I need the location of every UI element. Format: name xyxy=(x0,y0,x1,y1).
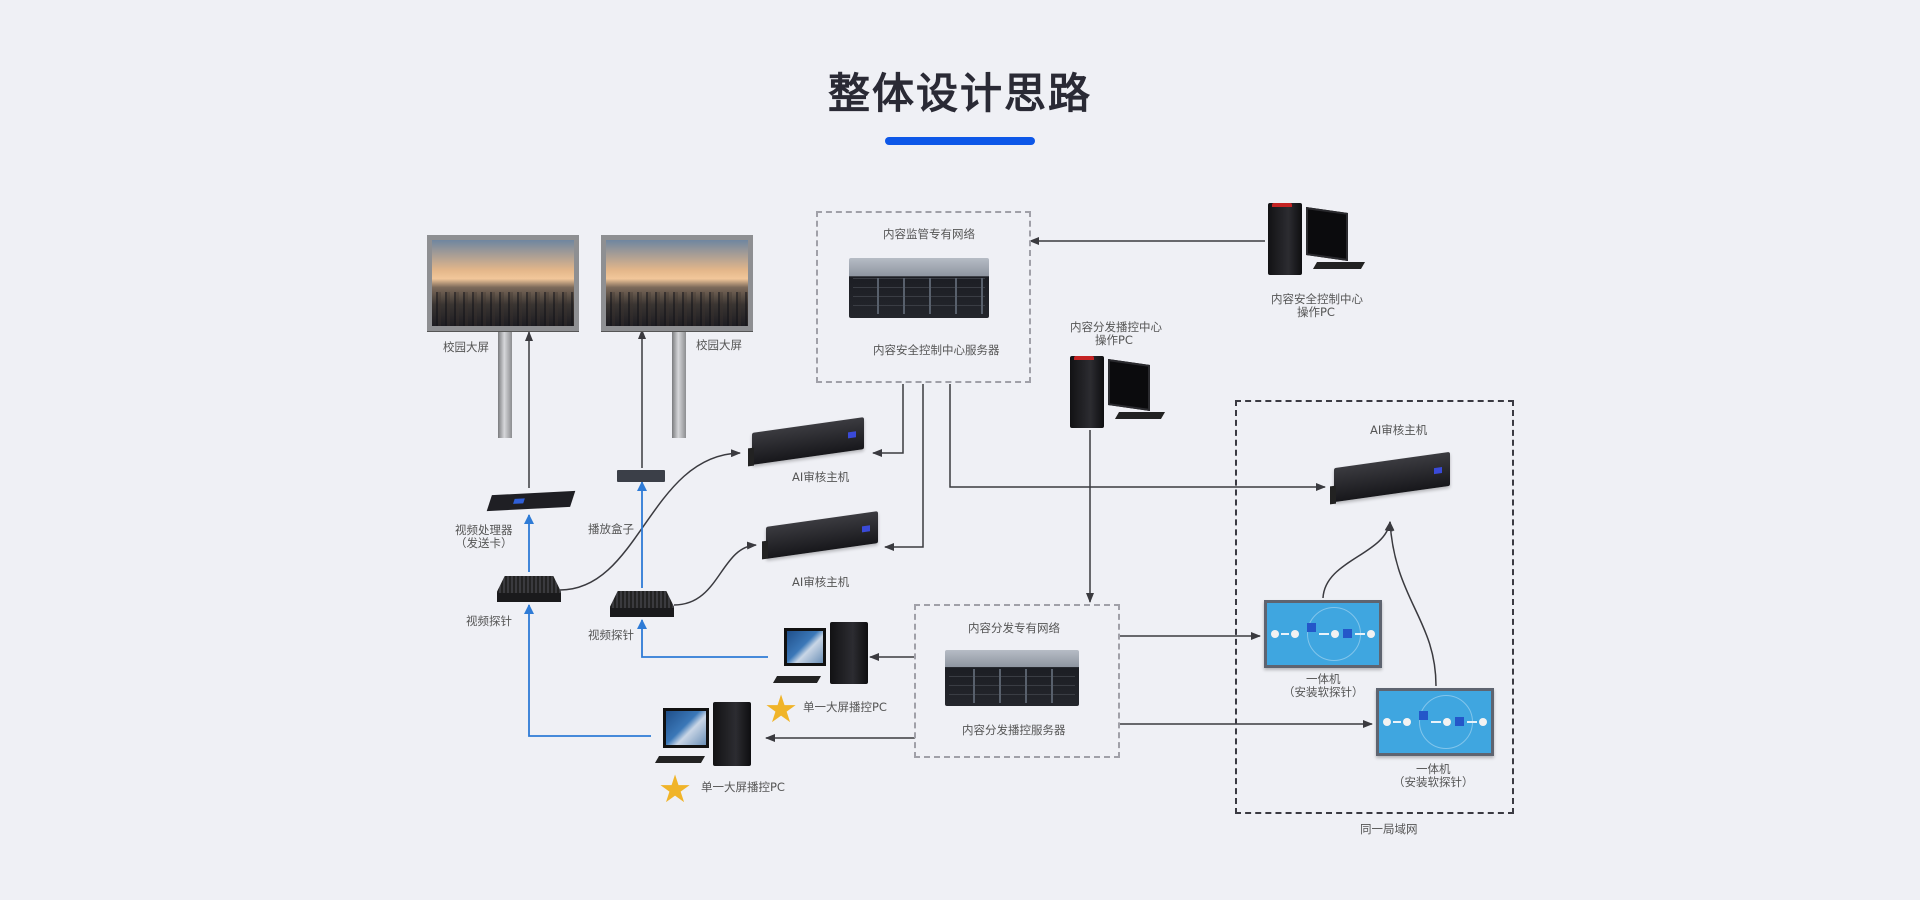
distribution-pc-label: 内容分发播控中心 xyxy=(1070,320,1162,334)
star-icon: ★ xyxy=(658,767,693,811)
single-screen-pc-2-label: 单一大屏播控PC xyxy=(701,780,785,794)
edge-all-in-one-2-to-ai-host-3 xyxy=(1386,521,1437,687)
security-pc-label: 内容安全控制中心 xyxy=(1271,292,1363,306)
billboard-2-label: 校园大屏 xyxy=(696,338,742,352)
supervision-network-label: 内容监管专有网络 xyxy=(883,227,975,241)
edge-all-in-one-1-to-ai-host-3 xyxy=(1322,521,1393,599)
edge-supervision-to-ai-host-2 xyxy=(884,384,924,551)
billboard-pole xyxy=(498,330,512,438)
edge-probe-1-to-ai-host-1 xyxy=(559,449,741,591)
ai-host-2-label: AI审核主机 xyxy=(792,575,850,589)
distribution-network-label: 内容分发专有网络 xyxy=(968,621,1060,635)
rack-ear xyxy=(762,540,768,560)
all-in-one-1-sublabel: （安装软探针） xyxy=(1283,685,1364,699)
smart-board-icon xyxy=(1376,688,1494,756)
billboard-screen-icon xyxy=(427,235,579,331)
keyboard-icon xyxy=(654,756,706,763)
all-in-one-2-label: 一体机 xyxy=(1416,762,1451,776)
title-underline xyxy=(885,137,1035,145)
single-screen-pc-1-label: 单一大屏播控PC xyxy=(803,700,887,714)
rack-ear xyxy=(1330,485,1336,505)
keyboard-icon xyxy=(1312,262,1366,269)
monitor-icon xyxy=(1108,359,1150,411)
all-in-one-1-label: 一体机 xyxy=(1306,672,1341,686)
billboard-1-label: 校园大屏 xyxy=(443,340,489,354)
lan-group-label: 同一局域网 xyxy=(1360,822,1418,836)
desktop-pc-icon xyxy=(1070,356,1104,428)
video-processor-sublabel: （发送卡） xyxy=(455,536,513,550)
server-icon xyxy=(849,258,989,318)
ai-host-3-label: AI审核主机 xyxy=(1370,423,1428,437)
edge-supervision-to-ai-host-3 xyxy=(949,384,1326,491)
distribution-server-label: 内容分发播控服务器 xyxy=(962,723,1066,737)
edge-pc-1-to-probe-2 xyxy=(637,619,768,658)
monitor-icon xyxy=(1306,207,1348,261)
billboard-pole xyxy=(672,330,686,438)
video-processor-label: 视频处理器 xyxy=(455,523,513,537)
play-box-label: 播放盒子 xyxy=(588,522,634,536)
distribution-network-group xyxy=(914,604,1120,758)
desktop-pc-icon xyxy=(830,622,868,684)
desktop-pc-icon xyxy=(1268,203,1302,275)
monitor-icon xyxy=(663,708,709,748)
page-title: 整体设计思路 xyxy=(827,69,1092,118)
desktop-pc-icon xyxy=(713,702,751,766)
video-probe-2-label: 视频探针 xyxy=(588,628,634,642)
smart-board-icon xyxy=(1264,600,1382,668)
lan-group xyxy=(1235,400,1514,814)
video-probe-1-label: 视频探针 xyxy=(466,614,512,628)
star-icon: ★ xyxy=(764,687,799,731)
rack-ear xyxy=(748,447,754,467)
edge-supervision-to-ai-host-1 xyxy=(872,384,904,457)
distribution-pc-sublabel: 操作PC xyxy=(1095,333,1133,347)
video-probe-icon xyxy=(497,576,561,602)
billboard-screen-icon xyxy=(601,235,753,331)
keyboard-icon xyxy=(1114,412,1166,419)
ai-host-1-label: AI审核主机 xyxy=(792,470,850,484)
supervision-network-group xyxy=(816,211,1031,383)
edge-probe-2-to-ai-host-2 xyxy=(673,541,757,606)
supervision-server-label: 内容安全控制中心服务器 xyxy=(873,343,1000,357)
play-box-icon xyxy=(617,470,665,482)
monitor-icon xyxy=(784,628,826,666)
server-icon xyxy=(945,650,1079,706)
edge-pc-2-to-probe-1 xyxy=(524,604,651,737)
security-pc-sublabel: 操作PC xyxy=(1297,305,1335,319)
keyboard-icon xyxy=(772,676,822,683)
video-probe-icon xyxy=(610,591,674,617)
all-in-one-2-sublabel: （安装软探针） xyxy=(1393,775,1474,789)
